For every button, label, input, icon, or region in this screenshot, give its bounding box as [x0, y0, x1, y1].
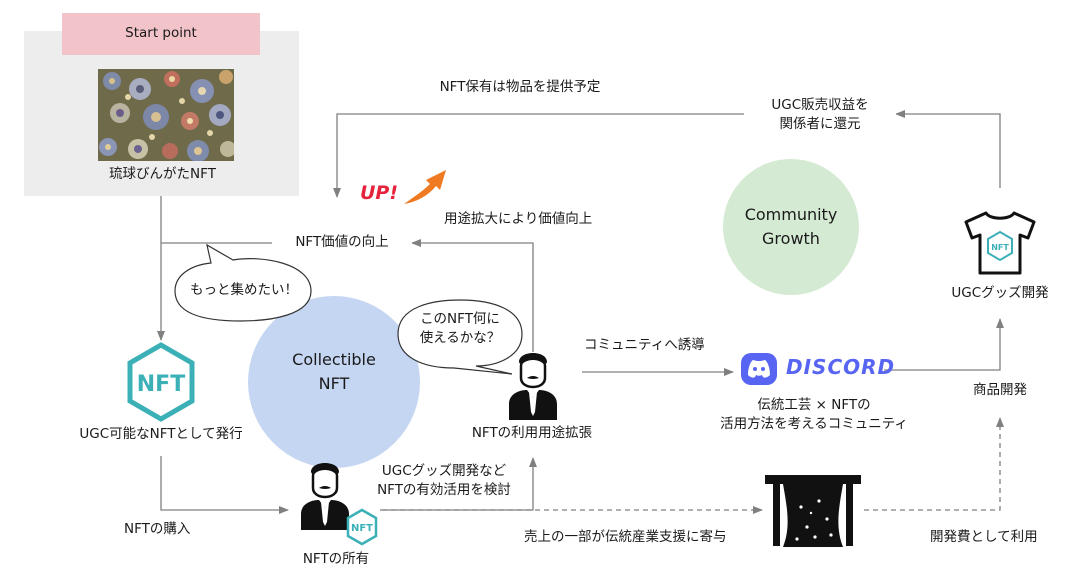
owner-person-icon [301, 463, 349, 530]
ugc-goods-dev-label: UGCグッズ開発 [951, 285, 1049, 301]
owner-nft-badge-icon: NFT [346, 508, 378, 546]
effective-use-line1: UGCグッズ開発など [381, 463, 507, 479]
stage-curtain-icon [765, 475, 861, 547]
discord-wordmark: DISCORD [786, 355, 896, 379]
goods-plan-label: NFT保有は物品を提供予定 [420, 78, 620, 97]
craft-community-line2: 活用方法を考えるコミュニティ [720, 416, 908, 432]
return-revenue-line2: 関係者に還元 [779, 116, 861, 132]
purchase-label: NFTの購入 [124, 521, 191, 537]
bingata-nft-label: 琉球びんがたNFT [109, 166, 216, 182]
use-expand-label: NFTの利用用途拡張 [471, 425, 593, 441]
use-person-icon [509, 353, 557, 420]
return-revenue-label: UGC販売収益を 関係者に還元 [744, 96, 896, 134]
start-point-header: Start point [62, 13, 260, 55]
up-badge: UP! [360, 182, 399, 204]
tshirt-goods-icon: NFT [964, 211, 1036, 275]
dev-cost-label: 開発費として利用 [930, 529, 1038, 545]
usage-expand-label: 用途拡大により価値向上 [444, 211, 593, 227]
effective-use-line2: NFTの有効活用を検討 [377, 482, 511, 498]
speech-use-text: このNFT何に 使えるかな？ [398, 310, 522, 348]
speech-want-text: もっと集めたい！ [190, 282, 298, 298]
collectible-line1: Collectible [292, 350, 376, 369]
community-line1: Community [744, 205, 838, 224]
nft-hexagon-logo: NFT [127, 342, 195, 422]
collectible-nft-circle: Collectible NFT [248, 296, 420, 468]
arrow-return-to-value [333, 113, 744, 198]
return-revenue-line1: UGC販売収益を [771, 97, 869, 113]
speech-bubble-left [174, 243, 312, 322]
arrow-issue-to-own [160, 456, 289, 514]
speech-bubble-right [397, 299, 523, 375]
community-growth-circle: Community Growth [723, 159, 859, 295]
craft-community-line1: 伝統工芸 × NFTの [757, 397, 871, 413]
arrow-shrine-to-dev [864, 417, 1004, 511]
svg-text:NFT: NFT [137, 372, 185, 397]
arrow-goods-to-return [895, 110, 1001, 188]
collectible-line2: NFT [318, 374, 350, 393]
issue-nft-label: UGC可能なNFTとして発行 [79, 426, 243, 442]
product-dev-label: 商品開発 [973, 382, 1027, 398]
effective-use-label: UGCグッズ開発など NFTの有効活用を検討 [362, 462, 526, 500]
svg-text:NFT: NFT [991, 243, 1009, 252]
arrow-use-to-value [411, 239, 534, 352]
bingata-pattern-image [98, 69, 234, 161]
value-up-label: NFT価値の向上 [272, 233, 412, 252]
induce-label: コミュニティへ誘導 [584, 337, 705, 353]
speech-use-line1: このNFT何に [420, 311, 500, 327]
arrow-discord-to-goods [884, 318, 1004, 371]
start-point-title: Start point [125, 25, 197, 41]
community-line2: Growth [762, 229, 820, 248]
up-arrow-icon [404, 170, 446, 204]
own-label: NFTの所有 [302, 551, 370, 567]
craft-community-label: 伝統工芸 × NFTの 活用方法を考えるコミュニティ [700, 396, 928, 434]
discord-logo-icon [741, 353, 777, 385]
svg-text:NFT: NFT [351, 523, 373, 534]
donate-label: 売上の一部が伝統産業支援に寄与 [524, 529, 727, 545]
speech-use-line2: 使えるかな？ [419, 330, 501, 346]
